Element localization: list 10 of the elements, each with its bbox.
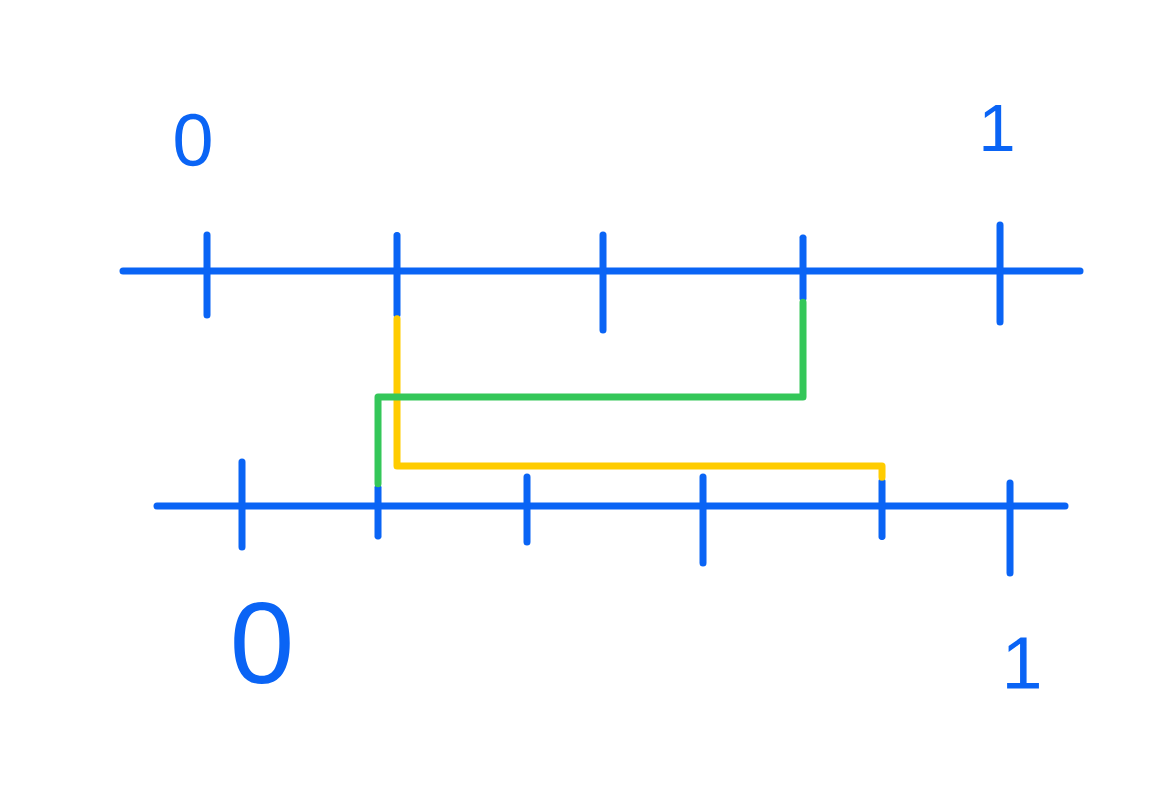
number-label: 0 [175,113,211,167]
number-label: 1 [983,105,1013,151]
tick-mark [878,478,886,540]
tick-mark [393,232,401,319]
connector-line [374,298,807,488]
tick-mark [799,234,807,302]
tick-mark [374,484,382,540]
connector-line [393,315,886,481]
number-label: 1 [1007,637,1039,689]
number-label: 0 [234,601,290,685]
